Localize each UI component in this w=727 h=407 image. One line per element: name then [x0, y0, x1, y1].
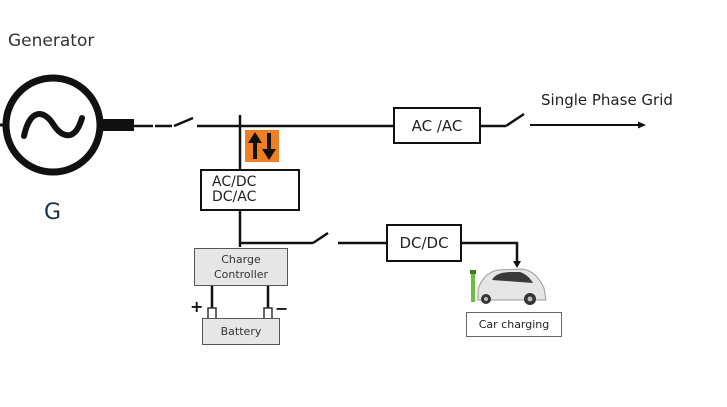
generator-switch[interactable]	[173, 116, 194, 128]
electric-car-icon	[477, 268, 547, 305]
bidirectional-arrows-icon	[245, 130, 279, 162]
grid-switch[interactable]	[505, 112, 525, 128]
ac-ac-converter[interactable]: AC /AC	[393, 107, 481, 144]
car-charging-label: Car charging	[478, 318, 550, 331]
ac-dc-label: AC/DC	[212, 174, 257, 190]
charge-controller[interactable]: Charge Controller	[194, 248, 288, 286]
battery-label: Battery	[220, 325, 262, 338]
ac-ac-label: AC /AC	[411, 116, 463, 135]
grid-label: Single Phase Grid	[541, 91, 673, 109]
charge-controller-label-2: Controller	[213, 268, 269, 281]
dc-switch[interactable]	[312, 231, 329, 245]
generator-icon	[0, 74, 134, 176]
battery-negative-terminal: −	[275, 299, 289, 318]
battery-positive-terminal: +	[190, 297, 204, 316]
dc-dc-converter[interactable]: DC/DC	[386, 224, 462, 262]
grid-arrow-icon	[530, 121, 646, 129]
car-arrow-icon	[513, 261, 521, 268]
charging-post-icon	[470, 270, 476, 302]
dcdc-to-car	[462, 241, 519, 263]
generator-symbol-label: G	[44, 200, 62, 225]
dc-dc-label: DC/DC	[399, 234, 449, 252]
car-charging-box[interactable]: Car charging	[466, 312, 562, 337]
charge-controller-label-1: Charge	[221, 253, 261, 266]
generator-label: Generator	[8, 31, 95, 51]
ac-dc-converter[interactable]: AC/DC DC/AC	[200, 169, 300, 211]
battery[interactable]: Battery	[202, 318, 280, 345]
battery-leads	[207, 286, 273, 320]
dc-ac-label: DC/AC	[212, 189, 257, 205]
